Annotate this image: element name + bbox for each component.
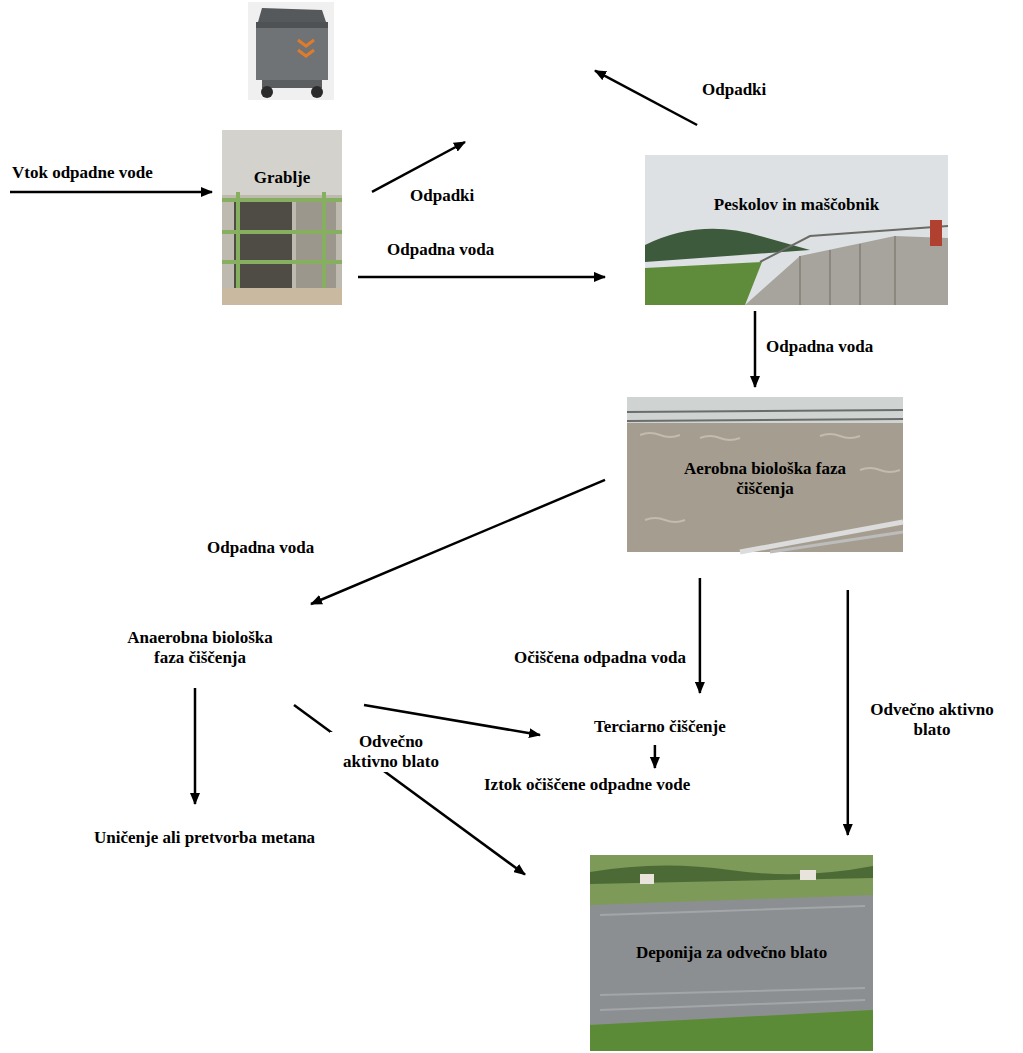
landfill-step: Deponija za odvečno blato [590, 855, 873, 1051]
edge-label: Odpadna voda [205, 538, 316, 558]
edge-label: Odpadna voda [764, 337, 875, 357]
edge-label: Odpadki [700, 80, 768, 100]
node-label: Uničenje ali pretvorba metana [94, 828, 315, 848]
node-label: Deponija za odvečno blato [601, 943, 863, 963]
inflow-label: Vtok odpadne vode [12, 163, 153, 183]
flow-arrow [754, 311, 757, 387]
flow-arrow [358, 276, 605, 279]
process-step: Uničenje ali pretvorba metana [90, 826, 319, 850]
flow-arrow [699, 578, 702, 693]
aeration-tank-photo [627, 397, 903, 552]
grit-chamber-step: Peskolov in maščobnik [645, 155, 948, 305]
node-label: Aerobna biološka faza čiščenja [680, 459, 850, 499]
screen-photo [222, 130, 342, 305]
waste-bin-photo [248, 2, 334, 100]
flow-arrow [372, 142, 465, 192]
edge-label: Odvečno aktivno blato [330, 732, 452, 772]
inflow-arrow [10, 191, 212, 194]
landfill-photo [590, 855, 873, 1051]
process-step: Terciarno čiščenje [590, 715, 730, 739]
waste-bin [248, 2, 334, 100]
edge-label: Očiščena odpadna voda [512, 648, 688, 668]
flow-arrow [194, 688, 197, 804]
edge-label: Odpadna voda [385, 240, 496, 260]
aeration-step: Aerobna biološka faza čiščenja [627, 397, 903, 552]
flow-arrow [311, 480, 605, 604]
flow-arrow [595, 71, 697, 125]
process-step: Anaerobna biološka faza čiščenja [106, 626, 294, 670]
grit-chamber-photo [645, 155, 948, 305]
flow-arrow [364, 705, 540, 735]
edge-label: Odpadki [408, 186, 476, 206]
node-label: Terciarno čiščenje [594, 717, 726, 737]
node-label: Grablje [222, 168, 342, 188]
flow-arrow [654, 745, 657, 768]
screen-step: Grablje [222, 130, 342, 305]
node-label: Anaerobna biološka faza čiščenja [110, 628, 290, 668]
outflow-step: Iztok očiščene odpadne vode [480, 773, 694, 797]
node-label: Peskolov in maščobnik [645, 195, 948, 215]
edge-label: Odvečno aktivno blato [855, 700, 1009, 740]
node-label: Iztok očiščene odpadne vode [484, 775, 690, 795]
flow-arrow [847, 590, 850, 835]
